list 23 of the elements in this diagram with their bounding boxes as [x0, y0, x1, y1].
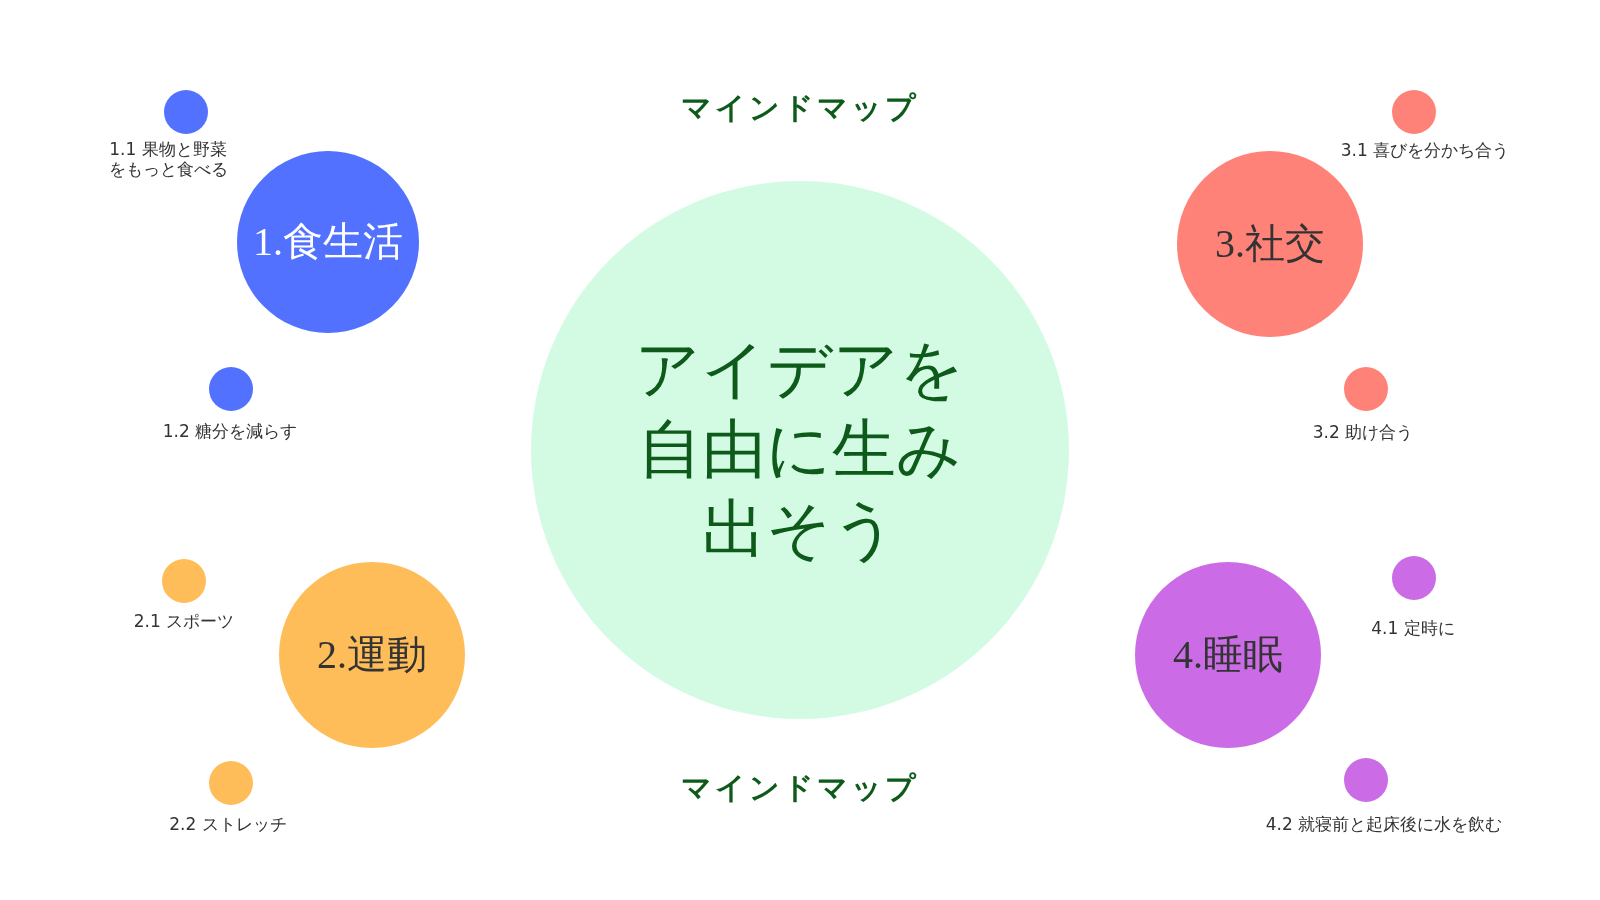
subtopic-label: 2.2 ストレッチ — [169, 814, 287, 835]
central-idea-text: アイデアを自由に生み出そう — [634, 333, 966, 567]
circle-node — [1344, 367, 1388, 411]
circle-node — [162, 559, 206, 603]
title: マインドマップ — [681, 88, 919, 127]
subtopic-label: 4.1 定時に — [1371, 618, 1455, 639]
topic-label: 3.社交 — [1215, 220, 1325, 268]
subtopic-label: 1.2 糖分を減らす — [162, 421, 298, 442]
topic-label: 4.睡眠 — [1173, 631, 1283, 679]
topic-label: 1.食生活 — [253, 218, 403, 266]
subtopic-label: 1.1 果物と野菜をもっと食べる — [107, 139, 229, 180]
subtopic-label: 3.1 喜びを分かち合う — [1340, 140, 1510, 161]
subtopic-label: 4.2 就寝前と起床後に水を飲む — [1265, 814, 1503, 835]
subtopic-label: 2.1 スポーツ — [133, 611, 235, 632]
circle-node — [164, 90, 208, 134]
circle-node — [209, 367, 253, 411]
circle-node — [1344, 758, 1388, 802]
subtopic-label: 3.2 助け合う — [1312, 422, 1414, 443]
topic-label: 2.運動 — [317, 631, 427, 679]
circle-node — [209, 761, 253, 805]
footer-label: マインドマップ — [681, 768, 919, 807]
circle-node — [1392, 556, 1436, 600]
circle-node — [1392, 90, 1436, 134]
